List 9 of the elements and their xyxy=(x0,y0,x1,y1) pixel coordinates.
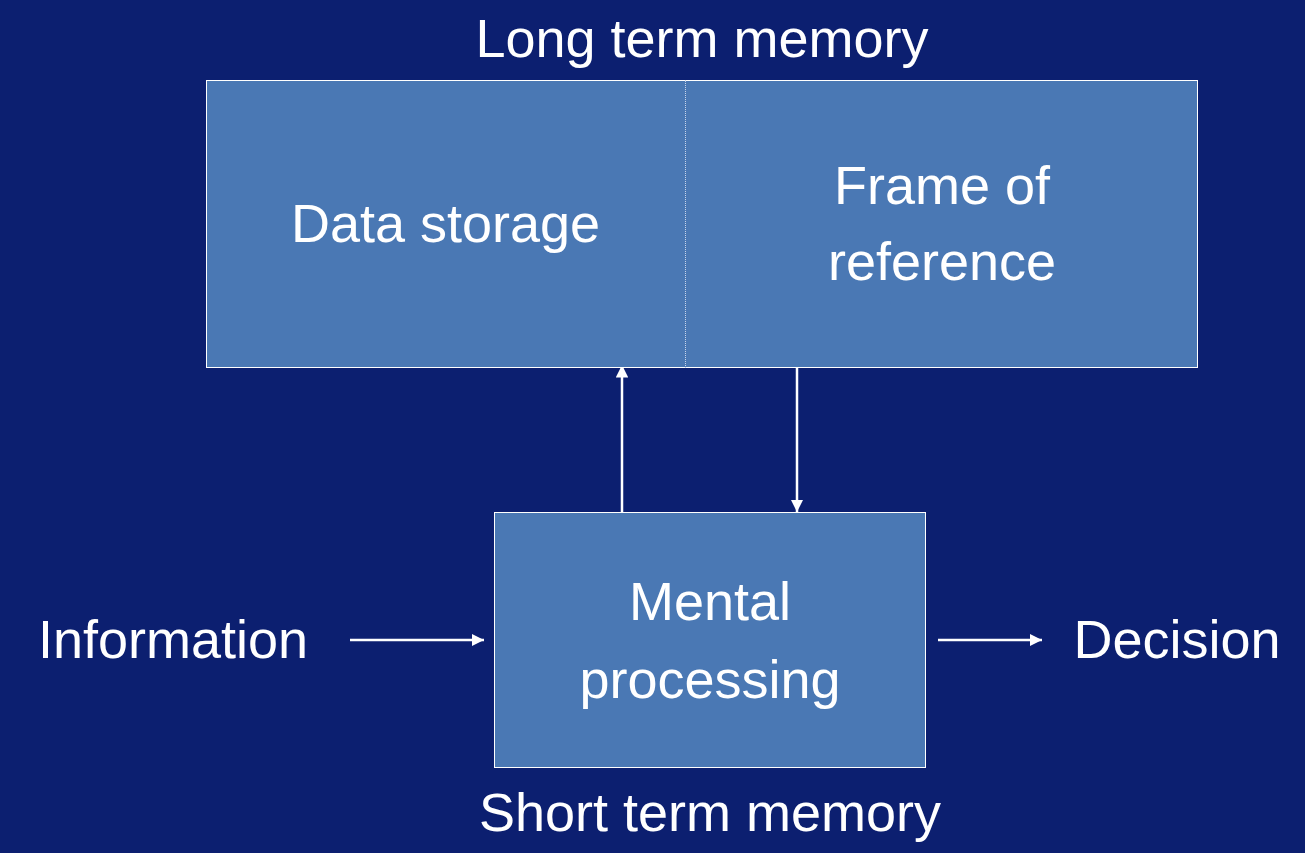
input-label: Information xyxy=(8,600,338,680)
box-caption: Short term memory xyxy=(477,781,943,844)
output-label: Decision xyxy=(1052,600,1302,680)
panel-heading: Long term memory xyxy=(474,7,930,70)
frame-section: Frame of reference xyxy=(686,80,1198,368)
data-storage-section: Data storage xyxy=(206,80,686,368)
arrow xyxy=(938,633,1042,647)
arrow xyxy=(350,633,484,647)
process-box: Mental processing xyxy=(494,512,926,768)
